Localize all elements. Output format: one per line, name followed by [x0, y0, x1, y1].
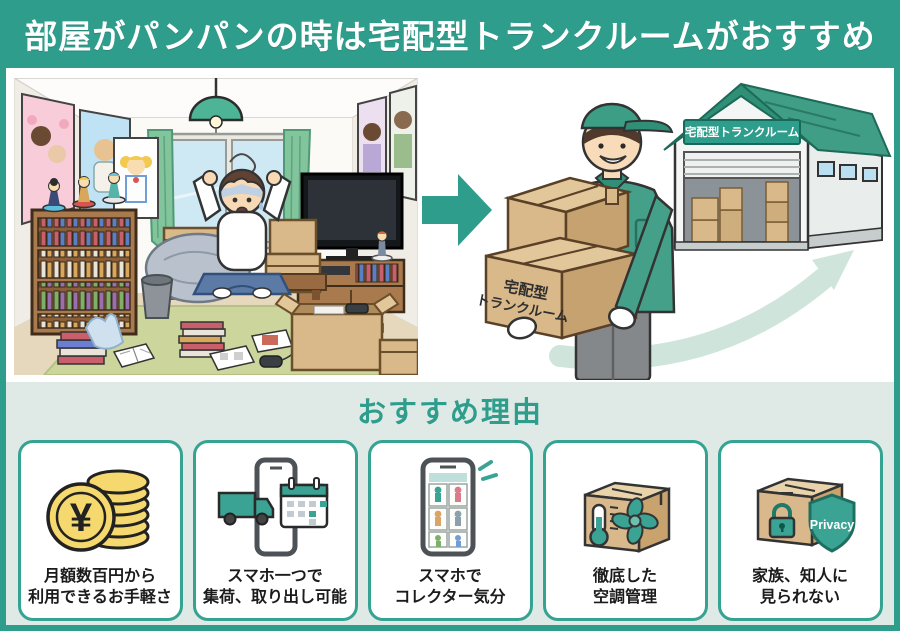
card-label-line: 家族、知人に: [751, 567, 848, 585]
card-label-line: 集荷、取り出し可能: [202, 589, 347, 607]
page-title: 部屋がパンパンの時は宅配型トランクルームがおすすめ: [24, 18, 876, 55]
calendar-icon: [279, 477, 329, 529]
card-label-line: コレクター気分: [394, 589, 506, 607]
reason-card-climate: 徹底した 空調管理: [542, 440, 708, 621]
privacy-shield-label: Privacy: [810, 518, 855, 532]
thermometer: [589, 504, 619, 548]
trunk-room-warehouse: 宅配型トランクルーム: [663, 82, 892, 251]
stressed-person: [191, 153, 293, 299]
card-label-line: スマホで: [418, 567, 482, 585]
cluttered-room-illustration: [14, 78, 418, 375]
card-label-line: 空調管理: [592, 589, 657, 607]
smartphone-collection-icon: [395, 449, 505, 566]
anime-posters: [21, 84, 417, 226]
reasons-heading: おすすめ理由: [356, 397, 543, 429]
delivery-illustration: 宅配型トランクルーム: [422, 82, 892, 380]
reason-cards: ¥ 月額数百円から 利用できるお手軽さ: [6, 440, 894, 621]
television: [300, 172, 404, 260]
open-magazines: [112, 329, 294, 371]
fan: [611, 497, 659, 546]
reasons-section: おすすめ理由 ¥: [6, 382, 894, 625]
smartphone-truck-calendar-icon: [215, 449, 335, 566]
bookshelf: [30, 208, 138, 336]
reason-card-cost: ¥ 月額数百円から 利用できるお手軽さ: [17, 440, 183, 621]
box-climate-control-icon: [565, 449, 685, 566]
illustration-scene: 宅配型トランクルーム: [6, 68, 894, 382]
sparkle-lines: [478, 460, 498, 482]
trash-bin: [140, 274, 174, 319]
warehouse-sign-label: 宅配型トランクルーム: [685, 125, 800, 139]
open-box-with-games: [274, 292, 418, 375]
privacy-shield: Privacy: [808, 493, 856, 554]
card-label-line: 月額数百円から: [43, 567, 156, 585]
padlock-icon: [768, 503, 796, 539]
reason-card-collection: スマホで コレクター気分: [367, 440, 533, 621]
yen-coins-icon: ¥: [44, 449, 156, 566]
card-label-line: 見られない: [759, 589, 840, 607]
card-label-line: 利用できるお手軽さ: [28, 589, 172, 607]
clothes-on-floor: [84, 313, 125, 350]
figure-thumbnails: [434, 487, 462, 548]
reason-card-privacy: Privacy 家族、知人に 見られない: [717, 440, 883, 621]
stored-boxes: [691, 181, 789, 243]
right-arrow-icon: [422, 174, 492, 246]
figurines-on-shelf: [42, 172, 126, 213]
card-label-line: 徹底した: [592, 567, 657, 585]
box-privacy-shield-icon: Privacy: [740, 449, 860, 566]
svg-text:¥: ¥: [70, 496, 93, 540]
ceiling-lamp: [188, 78, 244, 145]
reason-card-pickup: スマホ一つで 集荷、取り出し可能: [192, 440, 358, 621]
figurine-by-tv: [371, 230, 393, 262]
worker-arm-and-gloves: [506, 193, 674, 340]
card-label-line: スマホ一つで: [227, 567, 323, 585]
truck-icon: [217, 492, 275, 526]
header-banner: 部屋がパンパンの時は宅配型トランクルームがおすすめ: [0, 0, 900, 68]
